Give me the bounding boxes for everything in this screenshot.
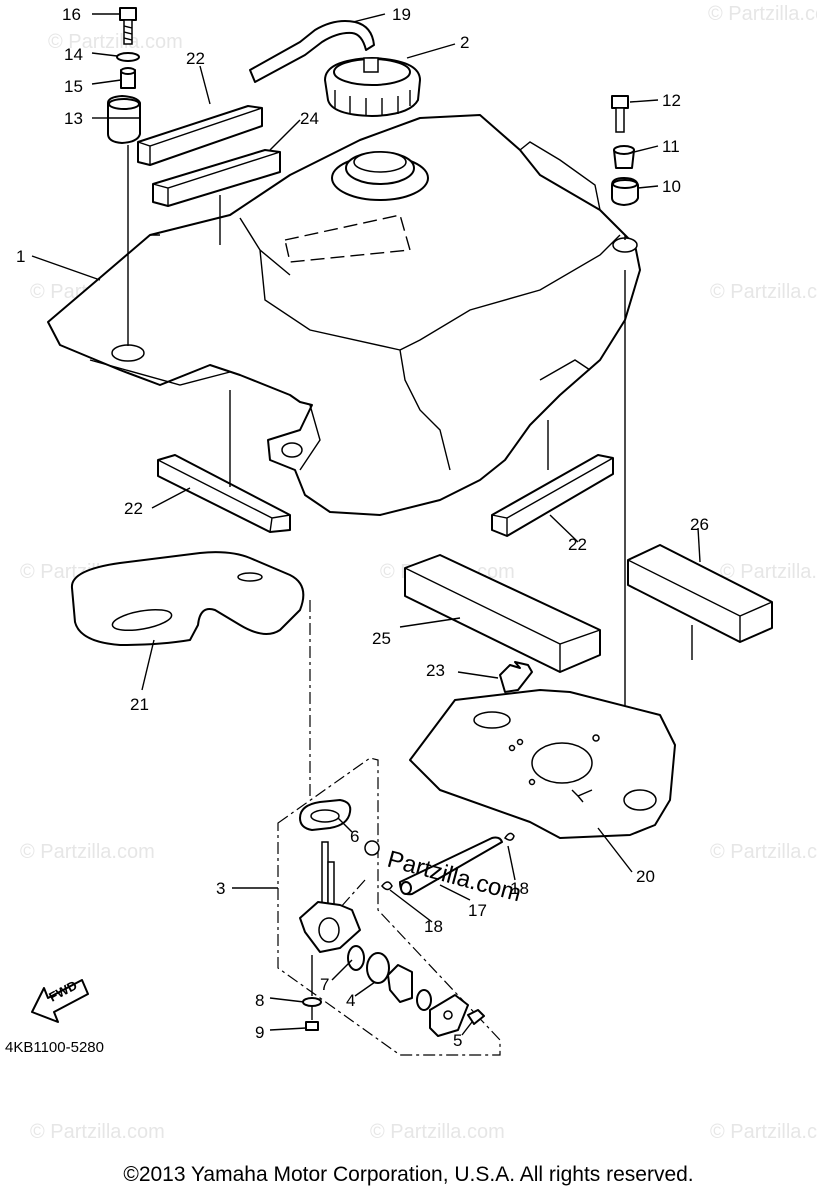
callout-7: 7 xyxy=(320,975,329,994)
hose-clip-18 xyxy=(381,881,393,891)
callout-23: 23 xyxy=(426,661,445,680)
watermark: © Partzilla.com xyxy=(720,561,817,583)
callout-20: 20 xyxy=(636,867,655,886)
watermark: © Partzilla.com xyxy=(48,31,183,53)
callout-25: 25 xyxy=(372,629,391,648)
watermark: © Partzilla.com xyxy=(708,3,817,25)
watermark: © Partzilla.com xyxy=(710,841,817,863)
callout-4: 4 xyxy=(346,991,355,1010)
diagram-code: 4KB1100-5280 xyxy=(5,1039,104,1056)
breather-hose xyxy=(249,20,375,83)
right-mount-hardware xyxy=(611,95,639,206)
callout-12: 12 xyxy=(662,91,681,110)
damper-strip-top-22 xyxy=(137,105,263,166)
fuel-cock-assembly xyxy=(277,600,501,1056)
fwd-arrow-icon: FWD xyxy=(31,978,89,1023)
callout-15: 15 xyxy=(64,77,83,96)
callout-3: 3 xyxy=(216,879,225,898)
callout-18: 18 xyxy=(424,917,443,936)
fuel-hose-17 xyxy=(399,836,503,896)
callout-17: 17 xyxy=(468,901,487,920)
fuel-tank xyxy=(47,114,641,516)
callout-22: 22 xyxy=(124,499,143,518)
callout-8: 8 xyxy=(255,991,264,1010)
callout-16: 16 xyxy=(62,5,81,24)
watermark: © Partzilla.com xyxy=(30,1121,165,1143)
callout-13: 13 xyxy=(64,109,83,128)
watermark: © Partzilla.com xyxy=(370,1121,505,1143)
damper-strip-left-22 xyxy=(157,454,291,533)
callout-5: 5 xyxy=(453,1031,462,1050)
callout-24: 24 xyxy=(300,109,319,128)
callout-21: 21 xyxy=(130,695,149,714)
clip-23 xyxy=(499,661,533,693)
o-ring xyxy=(364,840,380,856)
damper-block-26 xyxy=(627,544,773,643)
callout-9: 9 xyxy=(255,1023,264,1042)
callout-22: 22 xyxy=(568,535,587,554)
callout-22: 22 xyxy=(186,49,205,68)
callout-18: 18 xyxy=(510,879,529,898)
callout-6: 6 xyxy=(350,827,359,846)
leader-lines xyxy=(31,13,701,1036)
hose-clip-18 xyxy=(503,832,515,841)
damper-strip-right-22 xyxy=(491,454,614,537)
left-mount-hardware xyxy=(107,7,141,144)
callout-2: 2 xyxy=(460,33,469,52)
heat-protector-21 xyxy=(70,551,305,646)
watermark: © Partzilla.com xyxy=(20,841,155,863)
damper-strip-24 xyxy=(152,149,281,207)
callout-14: 14 xyxy=(64,45,83,64)
copyright-notice: ©2013 Yamaha Motor Corporation, U.S.A. A… xyxy=(123,1163,694,1186)
callout-10: 10 xyxy=(662,177,681,196)
watermark: © Partzilla.com xyxy=(710,1121,817,1143)
callout-labels: 16 19 14 22 2 15 13 24 12 11 10 1 22 22 … xyxy=(16,5,709,1050)
damper-block-25 xyxy=(404,554,601,673)
callout-19: 19 xyxy=(392,5,411,24)
callout-11: 11 xyxy=(662,137,680,156)
callout-1: 1 xyxy=(16,247,25,266)
watermark: © Partzilla.com xyxy=(710,281,817,303)
callout-26: 26 xyxy=(690,515,709,534)
fuel-cap xyxy=(324,57,421,117)
protector-plate-20 xyxy=(409,689,676,839)
